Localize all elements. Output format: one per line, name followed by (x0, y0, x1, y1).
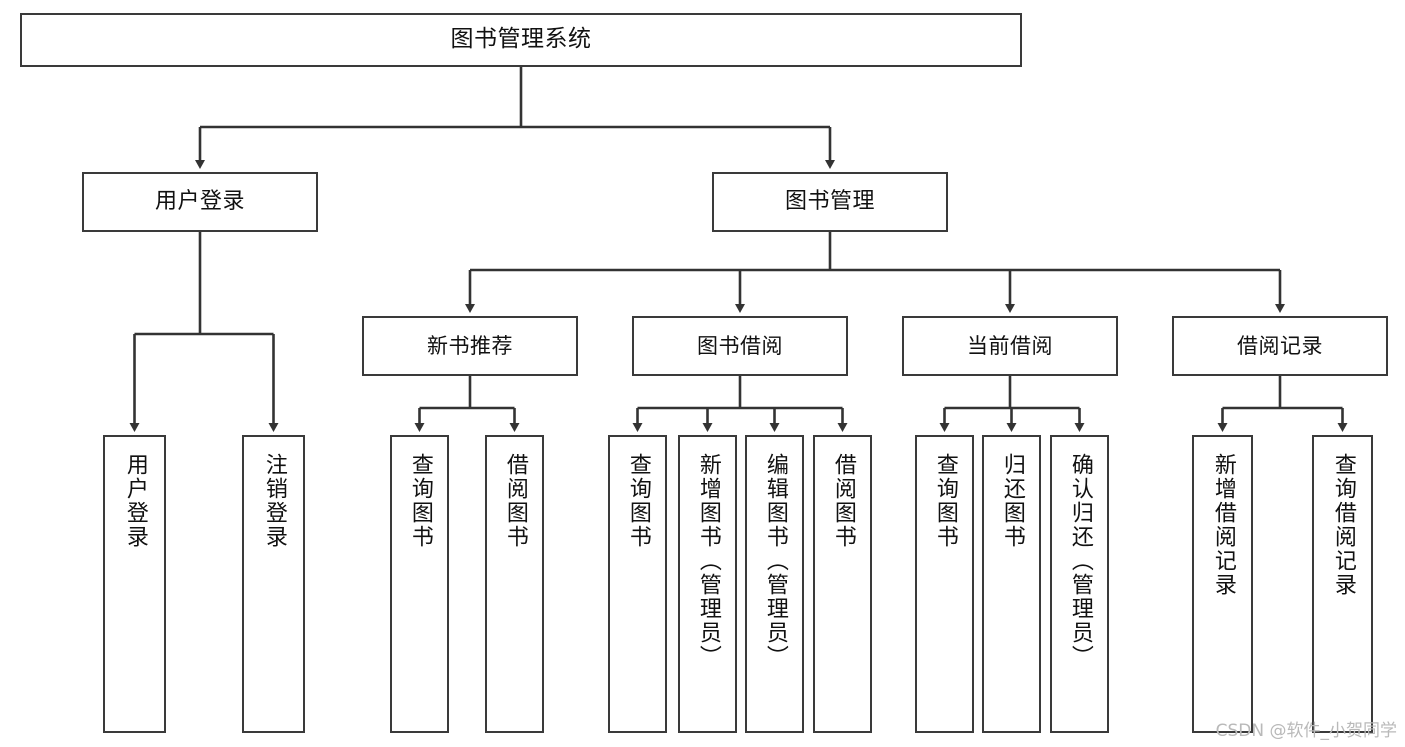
node-book-borrow-label: 图书借阅 (697, 333, 783, 358)
node-leaf-rec-query-book-label: 查询图书 (407, 453, 433, 549)
node-leaf-bb-borrow-book[interactable]: 借阅图书 (813, 435, 872, 733)
node-leaf-br-query-record-label: 查询借阅记录 (1330, 453, 1356, 597)
node-leaf-bb-add-book-label: 新增图书（管理员） (695, 453, 721, 669)
node-leaf-cb-return-book[interactable]: 归还图书 (982, 435, 1041, 733)
node-leaf-user-logout[interactable]: 注销登录 (242, 435, 305, 733)
node-leaf-rec-query-book[interactable]: 查询图书 (390, 435, 449, 733)
node-user-login[interactable]: 用户登录 (82, 172, 318, 232)
node-leaf-bb-add-book[interactable]: 新增图书（管理员） (678, 435, 737, 733)
node-leaf-cb-query-book[interactable]: 查询图书 (915, 435, 974, 733)
node-root-label: 图书管理系统 (450, 26, 592, 53)
node-leaf-cb-confirm-return[interactable]: 确认归还（管理员） (1050, 435, 1109, 733)
node-book-manage[interactable]: 图书管理 (712, 172, 948, 232)
node-borrow-record[interactable]: 借阅记录 (1172, 316, 1388, 376)
node-leaf-user-logout-label: 注销登录 (261, 453, 287, 549)
node-user-login-label: 用户登录 (154, 189, 245, 215)
node-leaf-bb-edit-book[interactable]: 编辑图书（管理员） (745, 435, 804, 733)
node-leaf-cb-query-book-label: 查询图书 (932, 453, 958, 549)
node-root[interactable]: 图书管理系统 (20, 13, 1022, 67)
node-current-borrow[interactable]: 当前借阅 (902, 316, 1118, 376)
node-leaf-user-login-label: 用户登录 (122, 453, 148, 549)
node-book-borrow[interactable]: 图书借阅 (632, 316, 848, 376)
watermark-text: CSDN @软件_小贺同学 (1215, 721, 1397, 741)
node-new-book-rec[interactable]: 新书推荐 (362, 316, 578, 376)
node-leaf-user-login[interactable]: 用户登录 (103, 435, 166, 733)
node-leaf-br-query-record[interactable]: 查询借阅记录 (1312, 435, 1373, 733)
node-leaf-rec-borrow-book[interactable]: 借阅图书 (485, 435, 544, 733)
node-leaf-bb-query-book[interactable]: 查询图书 (608, 435, 667, 733)
node-leaf-cb-confirm-return-label: 确认归还（管理员） (1067, 453, 1093, 669)
node-leaf-bb-borrow-book-label: 借阅图书 (830, 453, 856, 549)
node-leaf-rec-borrow-book-label: 借阅图书 (502, 453, 528, 549)
node-new-book-rec-label: 新书推荐 (427, 333, 513, 358)
node-leaf-cb-return-book-label: 归还图书 (999, 453, 1025, 549)
node-leaf-br-add-record[interactable]: 新增借阅记录 (1192, 435, 1253, 733)
node-current-borrow-label: 当前借阅 (967, 333, 1053, 358)
node-leaf-br-add-record-label: 新增借阅记录 (1210, 453, 1236, 597)
node-leaf-bb-edit-book-label: 编辑图书（管理员） (762, 453, 788, 669)
node-leaf-bb-query-book-label: 查询图书 (625, 453, 651, 549)
node-book-manage-label: 图书管理 (784, 189, 875, 215)
node-borrow-record-label: 借阅记录 (1237, 333, 1323, 358)
